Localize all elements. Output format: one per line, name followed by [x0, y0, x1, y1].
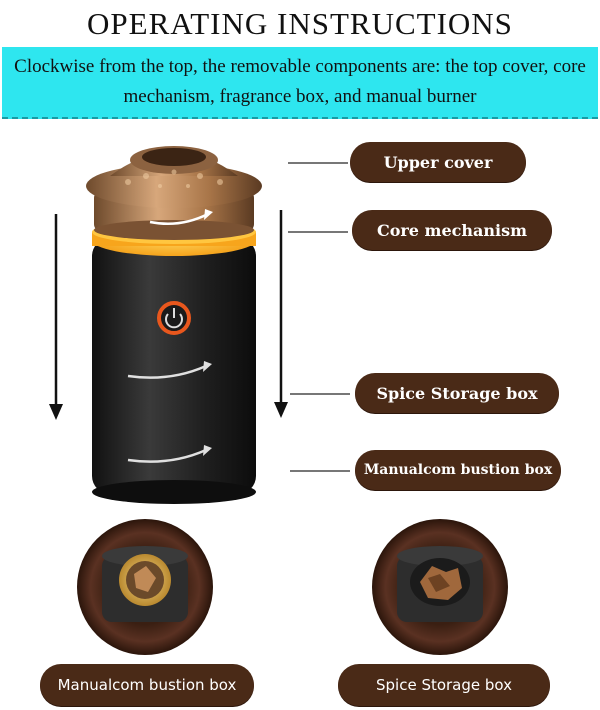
bottom-label-manual-combustion-box: Manualcom bustion box: [40, 664, 254, 706]
power-icon[interactable]: [157, 301, 191, 335]
leader-spice-storage: [290, 393, 350, 395]
manual-combustion-box-image: [77, 519, 213, 655]
intro-box: Clockwise from the top, the removable co…: [2, 47, 598, 119]
leader-manual-combustion: [290, 470, 350, 472]
label-upper-cover: Upper cover: [350, 142, 526, 182]
device-body: [92, 220, 256, 504]
leader-upper-cover: [288, 162, 348, 164]
page-title: OPERATING INSTRUCTIONS: [87, 6, 513, 41]
rotate-clockwise-arrow-2: [127, 445, 212, 463]
rotate-clockwise-arrow-1: [127, 361, 212, 379]
label-manual-combustion-box: Manualcom bustion box: [355, 450, 561, 490]
spice-storage-box-image: [372, 519, 508, 655]
leader-core-mechanism: [288, 231, 348, 233]
left-down-arrow: [49, 214, 63, 420]
label-spice-storage-box: Spice Storage box: [355, 373, 559, 413]
upper-cover-cap: [86, 146, 262, 240]
label-core-mechanism: Core mechanism: [352, 210, 552, 250]
header: Clockwise from the top, the removable co…: [0, 0, 600, 119]
intro-text: Clockwise from the top, the removable co…: [14, 56, 586, 107]
bottom-label-spice-storage-box: Spice Storage box: [338, 664, 550, 706]
right-down-arrow: [274, 210, 288, 418]
